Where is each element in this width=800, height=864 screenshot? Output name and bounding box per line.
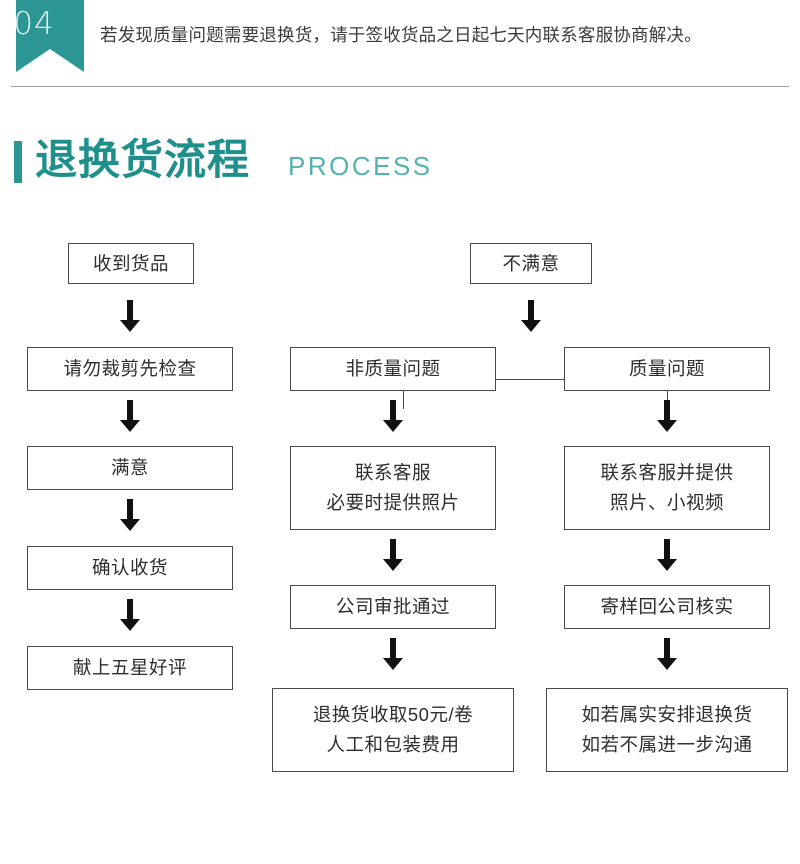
flow-node-non-quality-issue: 非质量问题: [290, 347, 496, 391]
flow-node-label: 非质量问题: [345, 358, 441, 379]
header-divider: [11, 86, 789, 87]
flow-node-five-star: 献上五星好评: [27, 646, 233, 690]
flow-arrow-down: [120, 300, 140, 332]
flow-node-label-line1: 联系客服: [354, 462, 431, 483]
flow-node-label-line2: 必要时提供照片: [326, 492, 460, 513]
flow-node-label-line2: 人工和包装费用: [326, 734, 460, 755]
flow-arrow-down: [657, 638, 677, 670]
flow-node-label: 请勿裁剪先检查: [63, 358, 197, 379]
page-title: 退换货流程: [35, 136, 251, 183]
flow-node-contact-service: 联系客服 必要时提供照片: [290, 446, 496, 530]
flow-node-contact-with-media: 联系客服并提供 照片、小视频: [564, 446, 770, 530]
flow-node-label-line1: 如若属实安排退换货: [581, 704, 753, 725]
flow-node-label-line2: 照片、小视频: [609, 492, 724, 513]
flow-node-confirm-receipt: 确认收货: [27, 546, 233, 590]
flow-arrow-down: [120, 499, 140, 531]
flow-node-label: 确认收货: [91, 557, 168, 578]
flow-node-label: 寄样回公司核实: [600, 596, 734, 617]
flow-node-label: 满意: [110, 457, 149, 478]
flow-node-resolution: 如若属实安排退换货 如若不属进一步沟通: [546, 688, 788, 772]
header-band: 04 若发现质量问题需要退换货，请于签收货品之日起七天内联系客服协商解决。: [0, 0, 800, 86]
flow-arrow-down: [120, 400, 140, 432]
header-notice-text: 若发现质量问题需要退换货，请于签收货品之日起七天内联系客服协商解决。: [100, 25, 702, 45]
section-title: 退换货流程 PROCESS: [0, 132, 800, 190]
page-subtitle: PROCESS: [288, 151, 433, 181]
flow-node-label: 献上五星好评: [72, 657, 187, 678]
flow-node-label: 收到货品: [92, 252, 169, 274]
flow-node-label: 公司审批通过: [335, 596, 450, 617]
badge-number: 04: [13, 6, 55, 42]
flow-node-dissatisfied: 不满意: [470, 243, 592, 284]
flow-node-label: 不满意: [502, 252, 560, 274]
flow-arrow-down: [383, 638, 403, 670]
title-accent-bar: [14, 141, 22, 183]
flow-node-label-line1: 联系客服并提供: [600, 462, 734, 483]
flow-arrow-down: [383, 400, 403, 432]
flow-node-received-goods: 收到货品: [68, 243, 194, 284]
flow-node-satisfied: 满意: [27, 446, 233, 490]
branch-connector-horizontal: [403, 379, 667, 380]
branch-connector-left-drop: [403, 379, 404, 409]
flow-node-label: 质量问题: [628, 358, 705, 379]
flow-node-return-fee: 退换货收取50元/卷 人工和包装费用: [272, 688, 514, 772]
flow-node-company-approved: 公司审批通过: [290, 585, 496, 629]
flow-arrow-down: [657, 539, 677, 571]
flow-node-label-line2: 如若不属进一步沟通: [581, 734, 753, 755]
flow-node-do-not-cut: 请勿裁剪先检查: [27, 347, 233, 391]
flow-node-quality-issue: 质量问题: [564, 347, 770, 391]
flow-arrow-down: [383, 539, 403, 571]
flow-arrow-down: [120, 599, 140, 631]
flow-node-label-line1: 退换货收取50元/卷: [312, 704, 474, 725]
flow-node-send-sample-back: 寄样回公司核实: [564, 585, 770, 629]
flow-arrow-down: [657, 400, 677, 432]
flow-arrow-down: [521, 300, 541, 332]
branch-connector-right-drop: [667, 379, 668, 409]
